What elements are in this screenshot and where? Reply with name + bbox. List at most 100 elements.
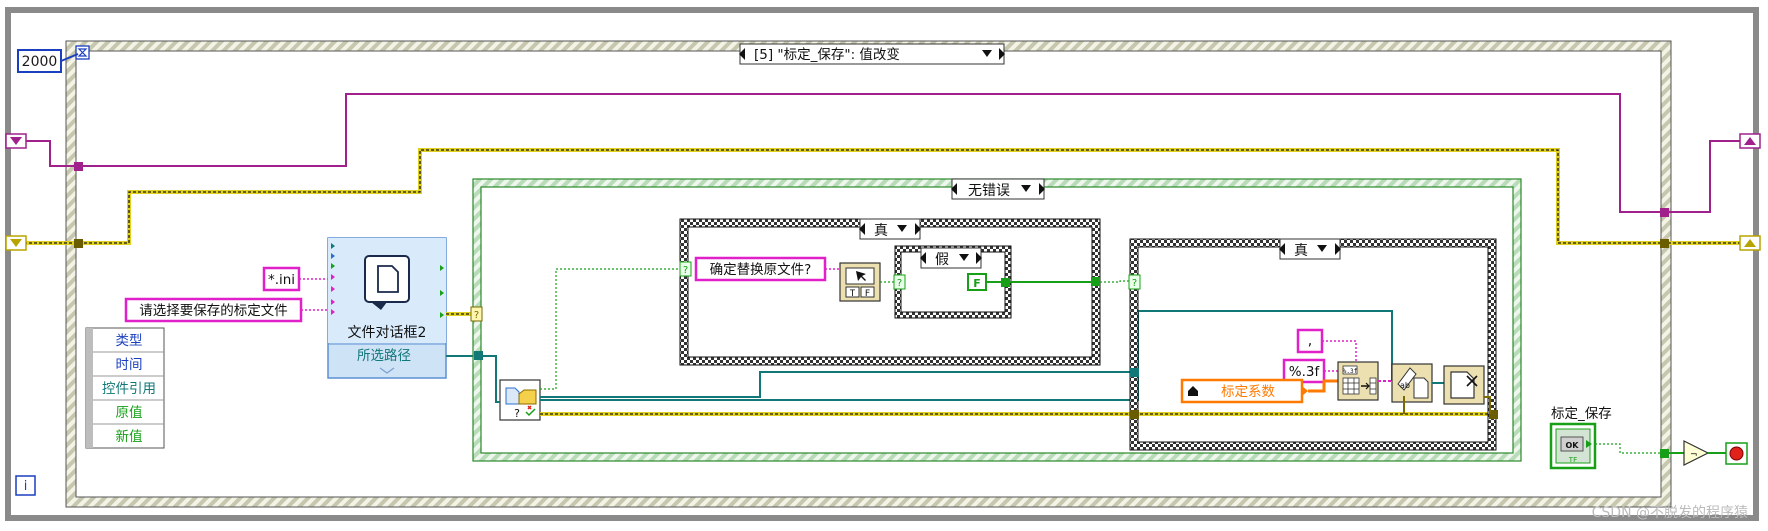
error-case-selector[interactable]: 无错误 — [951, 178, 1045, 200]
replace-case-selector[interactable]: 真 — [859, 218, 921, 240]
svg-text:?: ? — [474, 310, 479, 321]
file-pattern-constant[interactable]: *.ini — [262, 266, 301, 292]
increment-arrow-icon[interactable] — [915, 223, 921, 235]
write-case-selector[interactable]: 真 — [1279, 238, 1341, 260]
calibration-local-variable[interactable]: 标定系数 — [1180, 378, 1308, 404]
two-button-dialog-node[interactable]: T F — [839, 262, 881, 302]
event-data-item: 控件引用 — [102, 381, 156, 397]
shift-register-right-bottom[interactable] — [1739, 235, 1761, 251]
shift-register-right-top[interactable] — [1739, 133, 1761, 149]
false-constant[interactable]: F — [967, 273, 987, 291]
svg-text:假: 假 — [935, 252, 949, 268]
event-data-item: 类型 — [116, 333, 143, 349]
timeout-constant[interactable]: 2000 — [17, 49, 62, 73]
svg-text:F: F — [973, 277, 981, 290]
file-exists-node[interactable]: ? — [499, 379, 541, 421]
svg-text:真: 真 — [874, 223, 888, 239]
chevron-down-icon[interactable] — [982, 50, 992, 57]
decrement-arrow-icon[interactable] — [1279, 243, 1285, 255]
increment-arrow-icon[interactable] — [1335, 243, 1341, 255]
inner-case-selector[interactable]: 假 — [920, 247, 982, 269]
format-constant[interactable]: %.3f — [1282, 358, 1326, 384]
file-dialog-label: 文件对话框2 — [348, 325, 427, 341]
array-to-spreadsheet-node[interactable]: %.3f — [1337, 361, 1379, 401]
close-file-node[interactable] — [1443, 365, 1485, 405]
shift-register-left-top[interactable] — [5, 133, 27, 149]
tunnel — [1489, 410, 1498, 419]
path-wire — [483, 355, 500, 403]
svg-text:%.3f: %.3f — [1343, 368, 1358, 375]
stop-condition-terminal[interactable] — [1725, 442, 1748, 465]
timeout-terminal — [75, 45, 90, 60]
file-dialog-node[interactable]: 文件对话框2 所选路径 — [327, 237, 447, 379]
tunnel — [1091, 277, 1100, 286]
chevron-down-icon[interactable] — [1317, 245, 1327, 252]
replace-case-structure[interactable] — [679, 218, 1101, 366]
increment-arrow-icon[interactable] — [999, 48, 1005, 60]
string-wire — [1322, 340, 1357, 366]
event-case-selector[interactable]: [5] "标定_保存": 值改变 — [739, 43, 1005, 65]
svg-text:?: ? — [514, 407, 520, 420]
tunnel — [1130, 410, 1139, 419]
svg-text:¬: ¬ — [1690, 450, 1698, 460]
svg-text:ab: ab — [1400, 381, 1410, 390]
svg-text:标定系数: 标定系数 — [1221, 384, 1275, 400]
event-data-node: 类型 时间 控件引用 原值 新值 — [85, 327, 165, 449]
save-button-terminal[interactable]: OK TF — [1549, 422, 1597, 470]
not-function[interactable]: ¬ — [1683, 440, 1710, 466]
svg-text:F: F — [865, 289, 870, 299]
svg-text:无错误: 无错误 — [968, 183, 1010, 199]
while-loop[interactable] — [5, 7, 1759, 521]
svg-text:确定替换原文件?: 确定替换原文件? — [710, 262, 812, 278]
increment-arrow-icon[interactable] — [976, 252, 982, 264]
dialog-icon — [364, 255, 410, 310]
file-icon — [1450, 371, 1475, 399]
case-selector-terminal: ? — [893, 274, 906, 290]
path-wire — [540, 371, 1134, 398]
write-text-file-node[interactable]: ab — [1391, 363, 1433, 403]
refnum-wire — [24, 93, 1744, 213]
cursor-icon — [856, 271, 866, 281]
delimiter-constant[interactable]: , — [1296, 328, 1324, 354]
svg-text:2000: 2000 — [22, 54, 58, 70]
chevron-down-icon[interactable] — [897, 225, 907, 232]
decrement-arrow-icon[interactable] — [951, 183, 957, 195]
svg-text:%.3f: %.3f — [1289, 364, 1321, 380]
svg-text:?: ? — [1132, 278, 1137, 289]
svg-text:?: ? — [897, 278, 902, 289]
selected-path-output[interactable]: 所选路径 — [357, 348, 411, 364]
home-icon — [1188, 386, 1198, 396]
svg-text:请选择要保存的标定文件: 请选择要保存的标定文件 — [139, 303, 288, 319]
file-icon — [505, 387, 520, 405]
increment-arrow-icon[interactable] — [1039, 183, 1045, 195]
iteration-terminal: i — [15, 475, 36, 496]
event-data-item: 原值 — [116, 405, 143, 421]
decrement-arrow-icon[interactable] — [859, 223, 865, 235]
tunnel — [1130, 368, 1139, 377]
tunnel — [1660, 239, 1669, 248]
svg-text:i: i — [24, 479, 28, 494]
close-icon — [1466, 375, 1478, 387]
file-icon — [1413, 377, 1429, 399]
svg-text:*.ini: *.ini — [268, 272, 295, 288]
shift-register-left-bottom[interactable] — [5, 235, 27, 251]
tunnel — [1001, 278, 1010, 287]
chevron-down-icon[interactable] — [1021, 185, 1031, 192]
replace-prompt-constant[interactable]: 确定替换原文件? — [694, 256, 827, 282]
svg-text:真: 真 — [1294, 243, 1308, 259]
tunnel — [474, 351, 483, 360]
error-wire — [24, 148, 1744, 245]
dialog-title-constant[interactable]: 请选择要保存的标定文件 — [124, 297, 303, 323]
chevron-down-icon[interactable] — [959, 254, 969, 261]
svg-text:TF: TF — [1569, 456, 1577, 464]
svg-text:,: , — [1308, 333, 1312, 349]
event-data-item: 时间 — [116, 357, 143, 373]
bool-wire — [540, 268, 684, 390]
expand-arrow-icon[interactable] — [379, 367, 395, 374]
decrement-arrow-icon[interactable] — [739, 48, 745, 60]
timeout-wire — [60, 53, 79, 62]
numeric-wire — [1308, 379, 1338, 393]
folder-icon — [518, 389, 537, 405]
decrement-arrow-icon[interactable] — [920, 252, 926, 264]
